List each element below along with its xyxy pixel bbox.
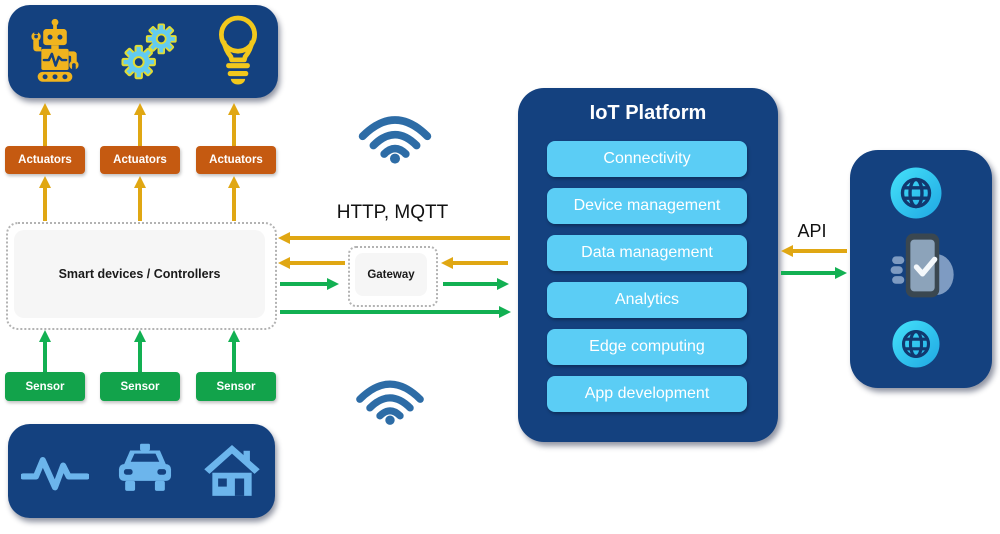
- actuator-label: Actuators: [113, 154, 167, 166]
- gateway-box: Gateway: [348, 246, 438, 307]
- taxi-icon: [119, 443, 172, 491]
- sensor-box-2: Sensor: [100, 372, 180, 401]
- arrow-actuator-to-devices-3: [227, 103, 240, 146]
- module-edge-computing: Edge computing: [547, 329, 747, 365]
- arrow-gateway-to-platform: [443, 277, 509, 290]
- house-icon: [204, 445, 260, 496]
- arrow-sensor-to-controller-1: [38, 330, 51, 372]
- gateway-label: Gateway: [367, 268, 415, 281]
- arrow-gateway-to-controller: [278, 256, 345, 269]
- gears-icon: [121, 22, 177, 79]
- arrow-controller-to-actuator-1: [38, 176, 51, 221]
- module-analytics: Analytics: [547, 282, 747, 318]
- arrow-platform-to-controller: [278, 231, 510, 244]
- module-data-management: Data management: [547, 235, 747, 271]
- sensor-label: Sensor: [216, 380, 256, 393]
- smart-devices-controllers-pane: Smart devices / Controllers: [14, 230, 265, 318]
- globe-icon: [892, 320, 940, 368]
- phone-in-hand-icon: [890, 233, 954, 298]
- actuator-devices-panel: [8, 5, 278, 98]
- arrow-sensor-to-controller-2: [133, 330, 146, 372]
- sensor-devices-panel: [8, 424, 275, 518]
- api-label: API: [797, 221, 827, 241]
- iot-platform-box: IoT Platform Connectivity Device managem…: [518, 88, 778, 442]
- actuator-box-1: Actuators: [5, 146, 85, 174]
- wifi-icon-top: [358, 116, 432, 164]
- iot-platform-title: IoT Platform: [589, 102, 707, 124]
- module-app-development: App development: [547, 376, 747, 412]
- smart-devices-controllers-label: Smart devices / Controllers: [58, 267, 221, 281]
- arrow-controller-to-actuator-3: [227, 176, 240, 221]
- arrow-platform-to-apps: [781, 266, 847, 279]
- lightbulb-icon: [219, 15, 257, 84]
- wifi-icon-bottom: [356, 380, 424, 425]
- gateway-pane: Gateway: [355, 253, 427, 296]
- pulse-icon: [20, 457, 89, 491]
- smart-devices-controllers-box: Smart devices / Controllers: [6, 222, 277, 330]
- arrow-controller-to-actuator-2: [133, 176, 146, 221]
- actuator-box-2: Actuators: [100, 146, 180, 174]
- arrow-platform-to-gateway: [441, 256, 508, 269]
- sensor-box-1: Sensor: [5, 372, 85, 401]
- actuator-label: Actuators: [18, 154, 72, 166]
- arrow-controller-to-gateway: [280, 277, 339, 290]
- arrow-sensor-to-controller-3: [227, 330, 240, 372]
- module-device-management: Device management: [547, 188, 747, 224]
- sensor-label: Sensor: [120, 380, 160, 393]
- sensor-label: Sensor: [25, 380, 65, 393]
- arrow-controller-to-platform: [280, 305, 511, 318]
- globe-icon: [890, 167, 942, 219]
- module-connectivity: Connectivity: [547, 141, 747, 177]
- applications-panel: [850, 150, 992, 388]
- arrow-actuator-to-devices-1: [38, 103, 51, 146]
- arrow-actuator-to-devices-2: [133, 103, 146, 146]
- sensor-box-3: Sensor: [196, 372, 276, 401]
- arrow-apps-to-platform: [781, 244, 847, 257]
- robot-icon: [31, 18, 79, 82]
- actuator-box-3: Actuators: [196, 146, 276, 174]
- actuator-label: Actuators: [209, 154, 263, 166]
- protocols-label: HTTP, MQTT: [336, 202, 449, 223]
